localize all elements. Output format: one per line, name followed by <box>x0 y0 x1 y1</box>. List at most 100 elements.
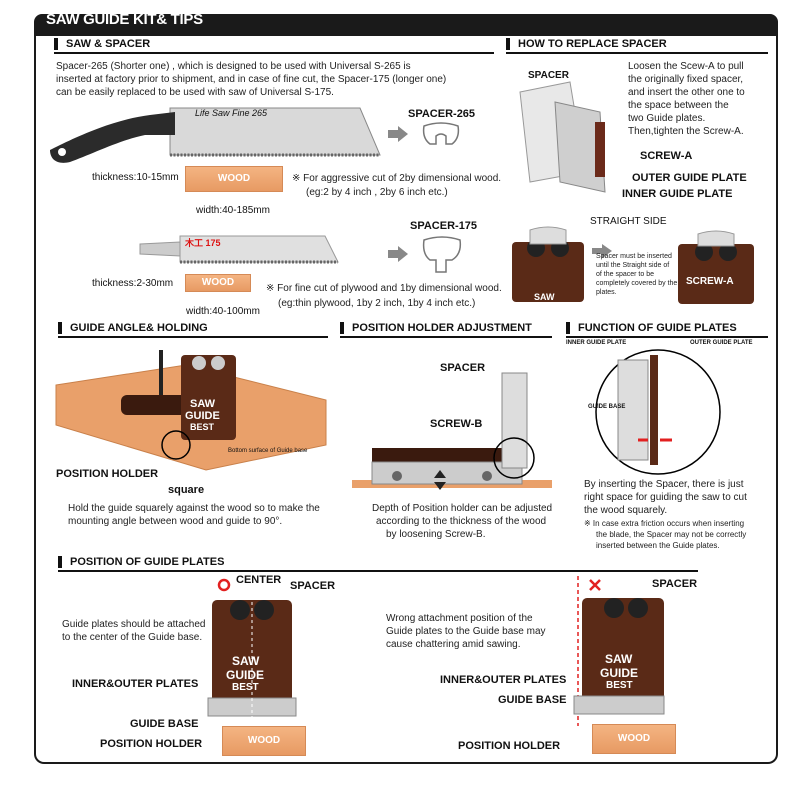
page-title: SAW GUIDE KIT& TIPS <box>46 11 203 28</box>
spacer-label-2: SPACER <box>440 362 486 374</box>
function-note-3: inserted between the Guide plates. <box>596 541 720 550</box>
guide-text-1: SAW <box>190 398 216 410</box>
guide-text-l2: GUIDE <box>226 668 265 682</box>
screw-b-label: SCREW-B <box>430 418 483 430</box>
intro-line-3: can be easily replaced to be used with s… <box>56 87 334 98</box>
section-heading-saw-spacer: SAW & SPACER <box>54 38 150 50</box>
replace-text-3: and insert the other one to <box>628 87 745 98</box>
spacer-label: SPACER <box>528 70 569 81</box>
guide-before-illustration <box>512 226 584 302</box>
guide-angle-text-2: mounting angle between wood and guide to… <box>68 516 283 527</box>
function-text-3: the wood squarely. <box>584 505 668 516</box>
width-2: width:40-100mm <box>186 306 260 317</box>
replace-text-4: the space between the <box>628 100 729 111</box>
function-note-2: the blade, the Spacer may not be correct… <box>596 530 747 539</box>
intro-line-1: Spacer-265 (Shorter one) , which is desi… <box>56 61 411 72</box>
bottom-surface-label: Bottom surface of Guide base <box>228 448 308 454</box>
guide-text-r3: BEST <box>606 680 633 691</box>
left-text-2: to the center of the Guide base. <box>62 632 203 643</box>
guide-text-3: BEST <box>190 422 215 432</box>
spacer-175-shape <box>422 236 462 273</box>
section-heading-position-holder: POSITION HOLDER ADJUSTMENT <box>340 322 532 334</box>
thickness-1: thickness:10-15mm <box>92 172 179 183</box>
thickness-2: thickness:2-30mm <box>92 278 174 289</box>
replace-text-2: the originally fixed spacer, <box>628 74 744 85</box>
function-text-1: By inserting the Spacer, there is just <box>584 479 744 490</box>
spacer-265-label: SPACER-265 <box>408 108 476 120</box>
right-text-2: Guide plates to the Guide base may <box>386 626 546 637</box>
straight-note-1: Spacer must be inserted <box>596 253 672 260</box>
saw-label: SAW <box>534 292 555 302</box>
straight-note-4: completely covered by the <box>596 280 678 287</box>
inner-plate-label: INNER GUIDE PLATE <box>622 188 733 200</box>
right-text-3: cause chattering amid sawing. <box>386 639 521 650</box>
guide-text-2: GUIDE <box>185 410 220 422</box>
holder-text-2: according to the thickness of the wood <box>376 516 547 527</box>
guide-after-illustration <box>678 230 754 304</box>
note-2b: (eg:thin plywood, 1by 2 inch, 1by 4 inch… <box>278 298 476 309</box>
position-holder-label: POSITION HOLDER <box>56 468 159 480</box>
right-text-1: Wrong attachment position of the <box>386 613 533 624</box>
position-holder-illustration <box>352 372 552 490</box>
divider <box>340 336 552 338</box>
spacer-265-shape <box>422 122 460 145</box>
position-holder-label-right: POSITION HOLDER <box>458 740 561 752</box>
right-arrow-icon <box>388 246 408 262</box>
wood-block-2: WOOD <box>185 274 251 292</box>
saw-265-illustration <box>50 107 381 163</box>
divider <box>54 52 494 54</box>
section-heading-position-plates: POSITION OF GUIDE PLATES <box>58 556 224 568</box>
holder-text-1: Depth of Position holder can be adjusted <box>372 503 553 514</box>
holder-text-3: by loosening Screw-B. <box>386 529 486 540</box>
guide-text-l3: BEST <box>232 682 259 693</box>
guide-base-label-left: GUIDE BASE <box>130 718 199 730</box>
replace-spacer-illustration <box>519 81 606 193</box>
straight-note-5: plates. <box>596 289 617 296</box>
section-heading-function: FUNCTION OF GUIDE PLATES <box>566 322 737 334</box>
divider <box>58 570 698 572</box>
right-arrow-icon <box>388 126 408 142</box>
width-1: width:40-185mm <box>196 205 270 216</box>
outer-plate-small: OUTER GUIDE PLATE <box>690 340 753 346</box>
note-1b: (eg:2 by 4 inch , 2by 6 inch etc.) <box>306 187 448 198</box>
guide-angle-illustration <box>55 350 327 471</box>
inner-outer-label-right: INNER&OUTER PLATES <box>440 674 567 686</box>
screw-a-label: SCREW-A <box>640 150 693 162</box>
saw-175-brand: 木工 175 <box>185 238 221 248</box>
section-heading-replace-spacer: HOW TO REPLACE SPACER <box>506 38 667 50</box>
spacer-label-4: SPACER <box>652 578 698 590</box>
guide-base-small: GUIDE BASE <box>588 404 626 410</box>
outer-plate-label: OUTER GUIDE PLATE <box>632 172 747 184</box>
replace-text-1: Loosen the Scew-A to pull <box>628 61 744 72</box>
guide-text-r1: SAW <box>605 652 633 666</box>
straight-note-3: of the spacer to be <box>596 271 654 278</box>
center-label: CENTER <box>236 574 282 586</box>
replace-text-6: Then,tighten the Screw-A. <box>628 126 744 137</box>
right-arrow-icon <box>592 244 612 258</box>
wood-block-1: WOOD <box>185 166 283 192</box>
inner-plate-small: INNER GUIDE PLATE <box>566 340 627 346</box>
inner-outer-label-left: INNER&OUTER PLATES <box>72 678 199 690</box>
straight-note-2: until the Straight side of <box>596 262 670 269</box>
intro-line-2: inserted at factory prior to shipment, a… <box>56 74 447 85</box>
straight-side-label: STRAIGHT SIDE <box>590 216 667 227</box>
wood-block-right: WOOD <box>592 724 676 754</box>
function-note-1: ※ In case extra friction occurs when ins… <box>584 519 745 528</box>
function-plates-illustration <box>595 349 721 475</box>
wrong-guide-illustration <box>573 576 665 726</box>
divider <box>506 52 768 54</box>
square-label: square <box>168 484 205 496</box>
position-holder-label-left: POSITION HOLDER <box>100 738 203 750</box>
guide-text-r2: GUIDE <box>600 666 639 680</box>
note-2: ※ For fine cut of plywood and 1by dimens… <box>266 283 502 294</box>
screw-a-white-label: SCREW-A <box>686 276 734 287</box>
divider <box>566 336 768 338</box>
saw-265-brand: Life Saw Fine 265 <box>195 108 268 118</box>
correct-guide-illustration <box>207 578 297 718</box>
section-heading-guide-angle: GUIDE ANGLE& HOLDING <box>58 322 208 334</box>
function-text-2: right space for guiding the saw to cut <box>584 492 747 503</box>
replace-text-5: two Guide plates. <box>628 113 706 124</box>
guide-angle-text-1: Hold the guide squarely against the wood… <box>68 503 320 514</box>
spacer-label-3: SPACER <box>290 580 336 592</box>
divider <box>58 336 328 338</box>
